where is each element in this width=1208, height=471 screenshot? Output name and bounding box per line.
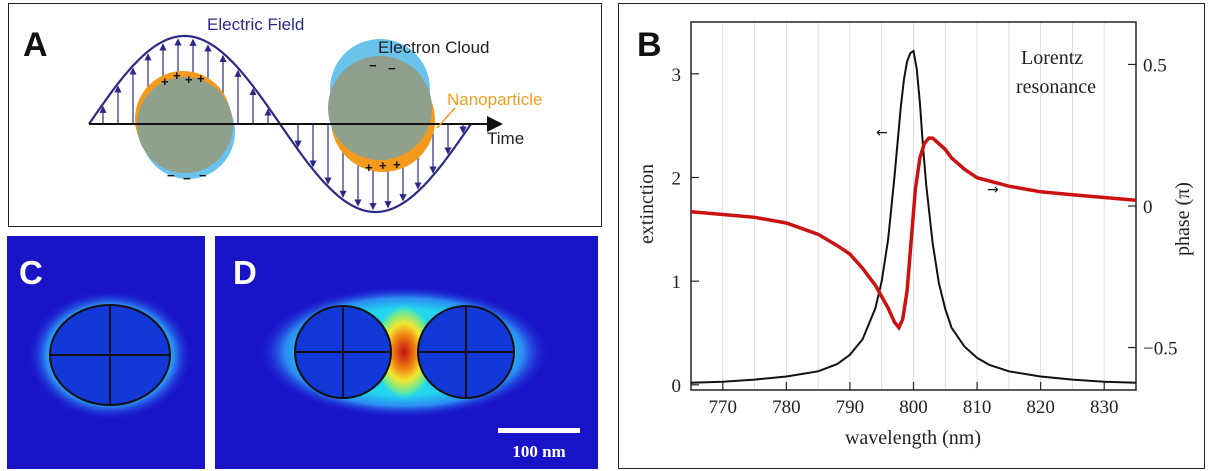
plus-charge: +: [161, 74, 169, 89]
right-nanoparticle-group: − − + + +: [328, 39, 435, 175]
x-tick-label: 810: [963, 397, 992, 418]
plus-charge: +: [393, 157, 401, 172]
right-tick-label: −0.5: [1143, 339, 1177, 360]
plus-charge: +: [379, 158, 387, 173]
left-axis-ticks: 0 1 2 3: [672, 65, 699, 397]
plus-charge: +: [185, 72, 193, 87]
x-tick-label: 820: [1026, 397, 1055, 418]
right-tick-label: 0.5: [1143, 55, 1167, 76]
panel-a-oscillation-diagram: A + + + + − − − − − +: [8, 3, 602, 227]
panel-c-svg: C: [7, 236, 205, 469]
phase-axis-arrow: →: [987, 182, 999, 198]
annotation-resonance: resonance: [1016, 76, 1096, 98]
panel-d-letter: D: [233, 254, 257, 291]
x-tick-label: 770: [709, 397, 738, 418]
extinction-axis-arrow: ←: [876, 125, 888, 141]
left-nanoparticle-group: + + + + − − −: [135, 68, 235, 186]
extinction-series-line: [690, 49, 1137, 384]
annotation-lorentz: Lorentz: [1021, 47, 1083, 69]
left-tick-label: 2: [672, 168, 682, 189]
right-axis-ticks: 0.5 0 −0.5: [1128, 55, 1177, 360]
plus-charge: +: [365, 160, 373, 175]
plus-charge: +: [173, 68, 181, 83]
left-tick-label: 1: [672, 272, 682, 293]
panel-b-letter: B: [637, 26, 662, 64]
right-nanoparticle: [328, 56, 432, 160]
panel-c-letter: C: [19, 254, 43, 291]
electron-cloud-label: Electron Cloud: [378, 38, 490, 57]
gap-hotspot: [372, 304, 436, 400]
right-tick-label: 0: [1143, 197, 1153, 218]
left-tick-label: 0: [672, 376, 682, 397]
x-axis-label: wavelength (nm): [845, 427, 981, 449]
x-tick-label: 800: [899, 397, 928, 418]
minus-charge: −: [199, 168, 207, 183]
scale-bar: [498, 428, 580, 433]
panel-a-svg: A + + + + − − − − − +: [23, 15, 542, 214]
minus-charge: −: [388, 61, 396, 76]
x-tick-label: 830: [1090, 397, 1119, 418]
time-label: Time: [487, 129, 524, 148]
panel-d-svg: 100 nm D: [215, 236, 598, 469]
minus-charge: −: [369, 58, 377, 73]
x-tick-label: 780: [772, 397, 801, 418]
nanoparticle-label: Nanoparticle: [447, 90, 542, 109]
right-y-axis-label: phase (π): [1172, 182, 1194, 256]
electric-field-label: Electric Field: [207, 15, 304, 34]
scale-bar-label: 100 nm: [512, 442, 565, 461]
x-axis-ticks: 770 780 790 800 810 820 830: [709, 382, 1119, 418]
left-tick-label: 3: [672, 65, 682, 86]
panel-d-dimer-field-map: 100 nm D: [215, 236, 598, 469]
plus-charge: +: [197, 71, 205, 86]
phase-series-line: [690, 136, 1137, 332]
minus-charge: −: [183, 171, 191, 186]
minus-charge: −: [167, 168, 175, 183]
nanoparticle-pointer: [436, 107, 456, 129]
x-tick-label: 790: [836, 397, 865, 418]
panel-c-single-particle-field-map: C: [7, 236, 205, 469]
panel-a-letter: A: [23, 26, 48, 64]
left-y-axis-label: extinction: [636, 164, 658, 244]
